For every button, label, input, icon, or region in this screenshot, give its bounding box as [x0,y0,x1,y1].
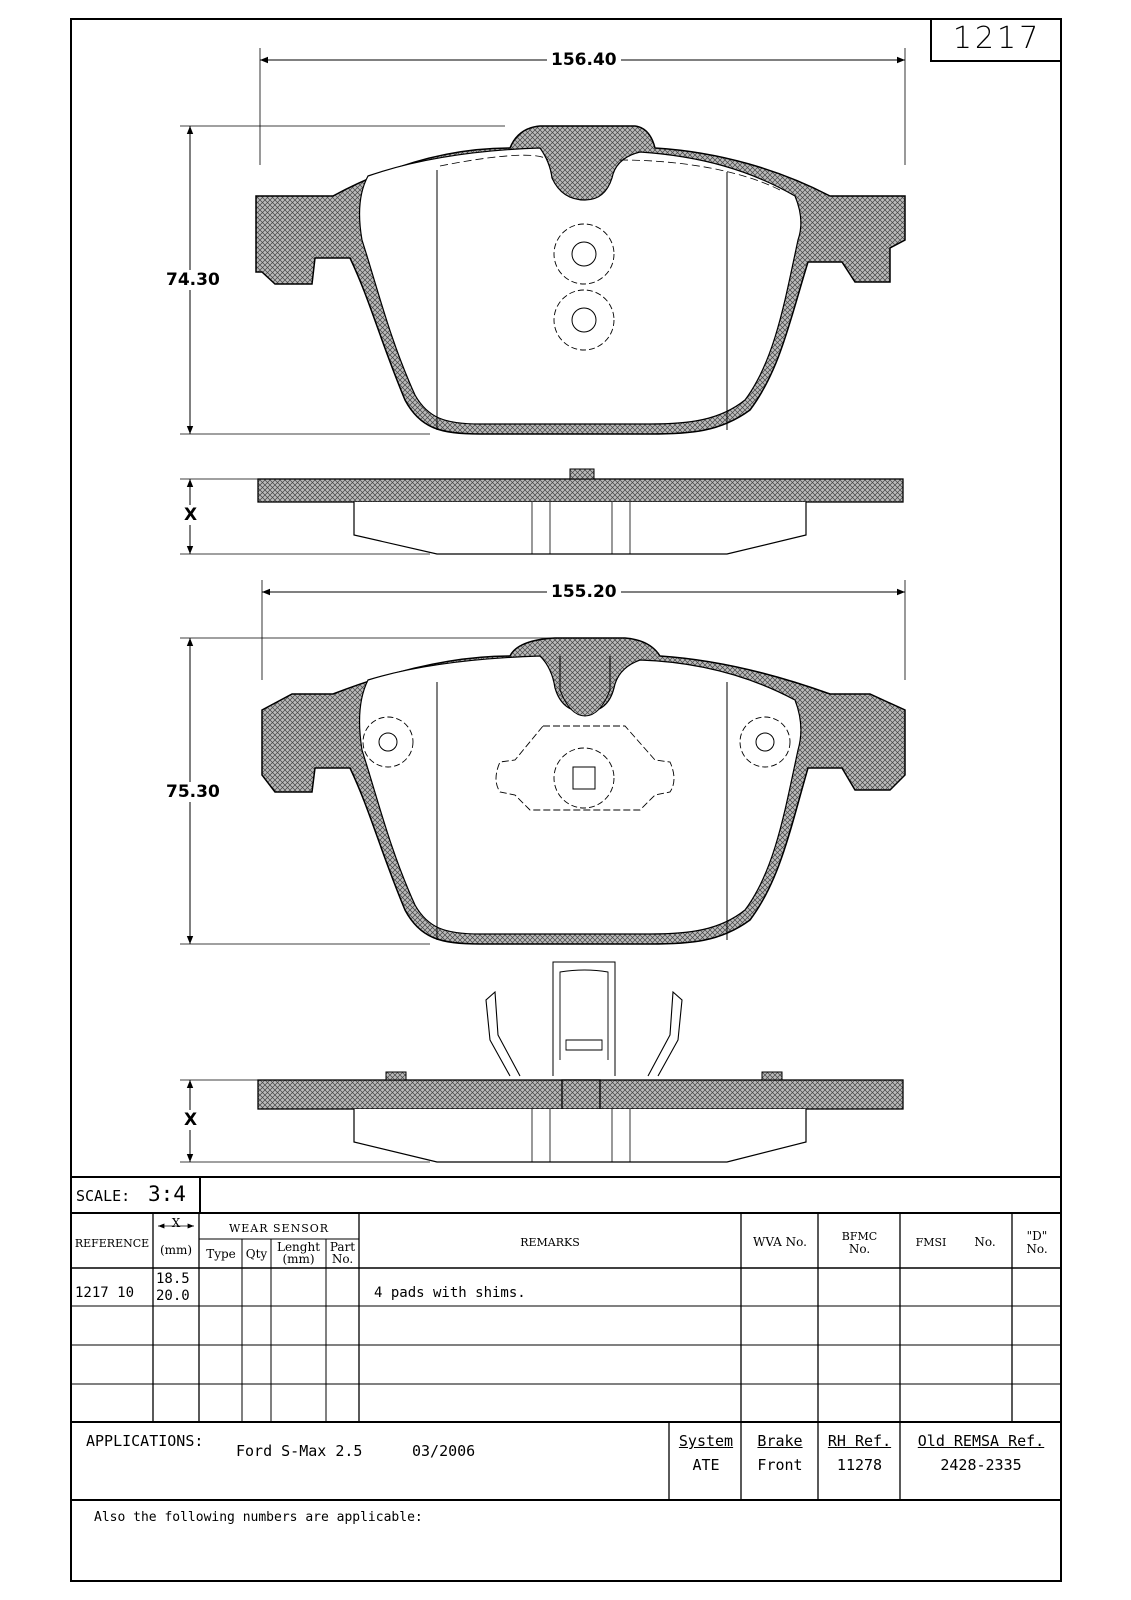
top-height-dimension: 74.30 [162,270,224,290]
old-remsa-header: Old REMSA Ref. [917,1432,1045,1450]
row-x1: 18.5 [156,1271,190,1287]
scale-value: 3:4 [148,1182,186,1206]
header-part: Part [329,1240,356,1254]
footer-note: Also the following numbers are applicabl… [94,1510,423,1525]
header-d-no: No. [1026,1242,1048,1256]
scale-label: SCALE: [76,1187,131,1205]
drawing-number: 1217 [930,18,1062,62]
header-d: "D" [1026,1229,1048,1243]
top-thickness-dimension: X [180,505,202,525]
sheet-frame [70,18,1062,1582]
header-x-unit: (mm) [159,1243,193,1257]
system-value: ATE [692,1456,720,1474]
brake-value: Front [757,1456,803,1474]
top-pad-side-view [257,468,904,555]
header-part-no: No. [331,1252,354,1266]
header-fmsi-no: No. [974,1235,996,1249]
top-pad-front-view [255,125,906,435]
bottom-height-dimension: 75.30 [162,782,224,802]
row-reference: 1217 10 [75,1285,135,1301]
header-wva: WVA No. [753,1235,807,1249]
system-header: System [678,1432,734,1450]
header-bfmc: BFMC [841,1230,878,1243]
applications-label: APPLICATIONS: [86,1432,204,1450]
header-qty: Qty [245,1247,268,1261]
top-friction-material [358,147,802,425]
applications-date: 03/2006 [412,1442,476,1460]
header-fmsi: FMSI [915,1236,947,1249]
applications-vehicle: Ford S-Max 2.5 [236,1442,363,1460]
header-bfmc-no: No. [848,1242,871,1256]
table-grid [70,1176,1062,1501]
header-length: Lenght [276,1240,321,1254]
header-length-unit: (mm) [282,1252,315,1266]
brake-header: Brake [757,1432,803,1450]
bottom-friction-material [358,655,802,935]
old-remsa-value: 2428-2335 [940,1456,1022,1474]
rh-ref-header: RH Ref. [827,1432,892,1450]
rh-ref-value: 11278 [836,1456,883,1474]
bottom-width-dimension: 155.20 [547,582,621,602]
header-remarks: REMARKS [520,1236,580,1249]
bottom-pad-front-view [261,637,906,945]
bottom-pad-side-view [257,961,904,1163]
header-x-symbol: X [171,1216,181,1230]
bottom-thickness-dimension: X [180,1110,202,1130]
header-wear-sensor: WEAR SENSOR [228,1222,330,1235]
row-remarks: 4 pads with shims. [374,1285,526,1301]
header-reference: REFERENCE [74,1237,150,1250]
top-width-dimension: 156.40 [547,50,621,70]
row-x2: 20.0 [156,1288,190,1304]
header-type: Type [206,1247,236,1261]
